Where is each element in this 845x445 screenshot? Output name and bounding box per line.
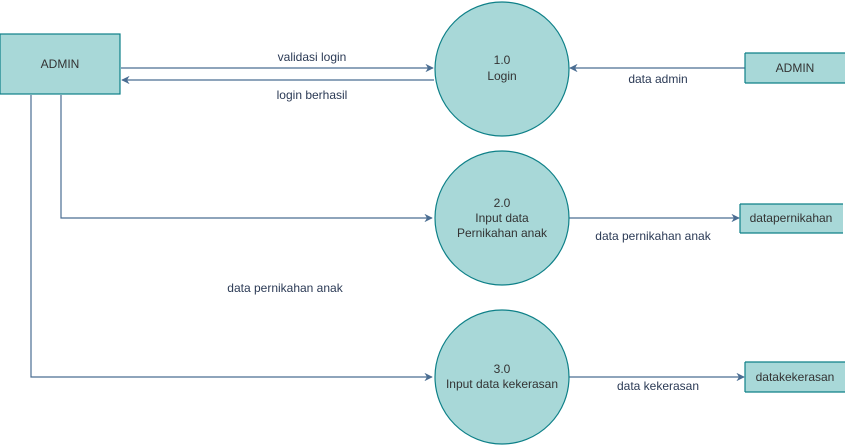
data-store-datakekerasan-label: datakekerasan xyxy=(756,370,835,384)
process-3-input-kekerasan[interactable]: 3.0 Input data kekerasan xyxy=(434,309,570,445)
process-2-number: 2.0 xyxy=(494,196,511,210)
label-data-pernikahan-to-store: data pernikahan anak xyxy=(595,229,711,243)
process-3-name: Input data kekerasan xyxy=(446,377,558,391)
process-1-name: Login xyxy=(487,69,516,83)
admin-entity-label: ADMIN xyxy=(41,57,80,71)
label-data-admin: data admin xyxy=(628,72,687,86)
process-1-number: 1.0 xyxy=(494,53,511,67)
label-login-berhasil: login berhasil xyxy=(277,88,348,102)
data-store-datapernikahan[interactable]: datapernikahan xyxy=(739,203,843,234)
process-3-number: 3.0 xyxy=(494,362,511,376)
label-data-pernikahan-from-admin: data pernikahan anak xyxy=(227,281,343,295)
process-2-input-pernikahan[interactable]: 2.0 Input data Pernikahan anak xyxy=(434,150,570,286)
flow-admin-to-process-3 xyxy=(30,95,433,382)
process-2-name-line-1: Input data xyxy=(475,211,529,225)
data-store-datapernikahan-label: datapernikahan xyxy=(750,211,833,225)
data-store-datakekerasan[interactable]: datakekerasan xyxy=(744,361,845,393)
process-1-login[interactable]: 1.0 Login xyxy=(434,1,570,137)
process-2-name-line-2: Pernikahan anak xyxy=(457,226,548,240)
label-data-kekerasan: data kekerasan xyxy=(617,379,699,393)
flow-admin-to-process-2 xyxy=(60,95,433,223)
data-store-admin[interactable]: ADMIN xyxy=(744,52,845,84)
data-store-admin-label: ADMIN xyxy=(776,61,815,75)
label-validasi-login: validasi login xyxy=(278,50,347,64)
external-entity-admin[interactable]: ADMIN xyxy=(0,33,121,95)
